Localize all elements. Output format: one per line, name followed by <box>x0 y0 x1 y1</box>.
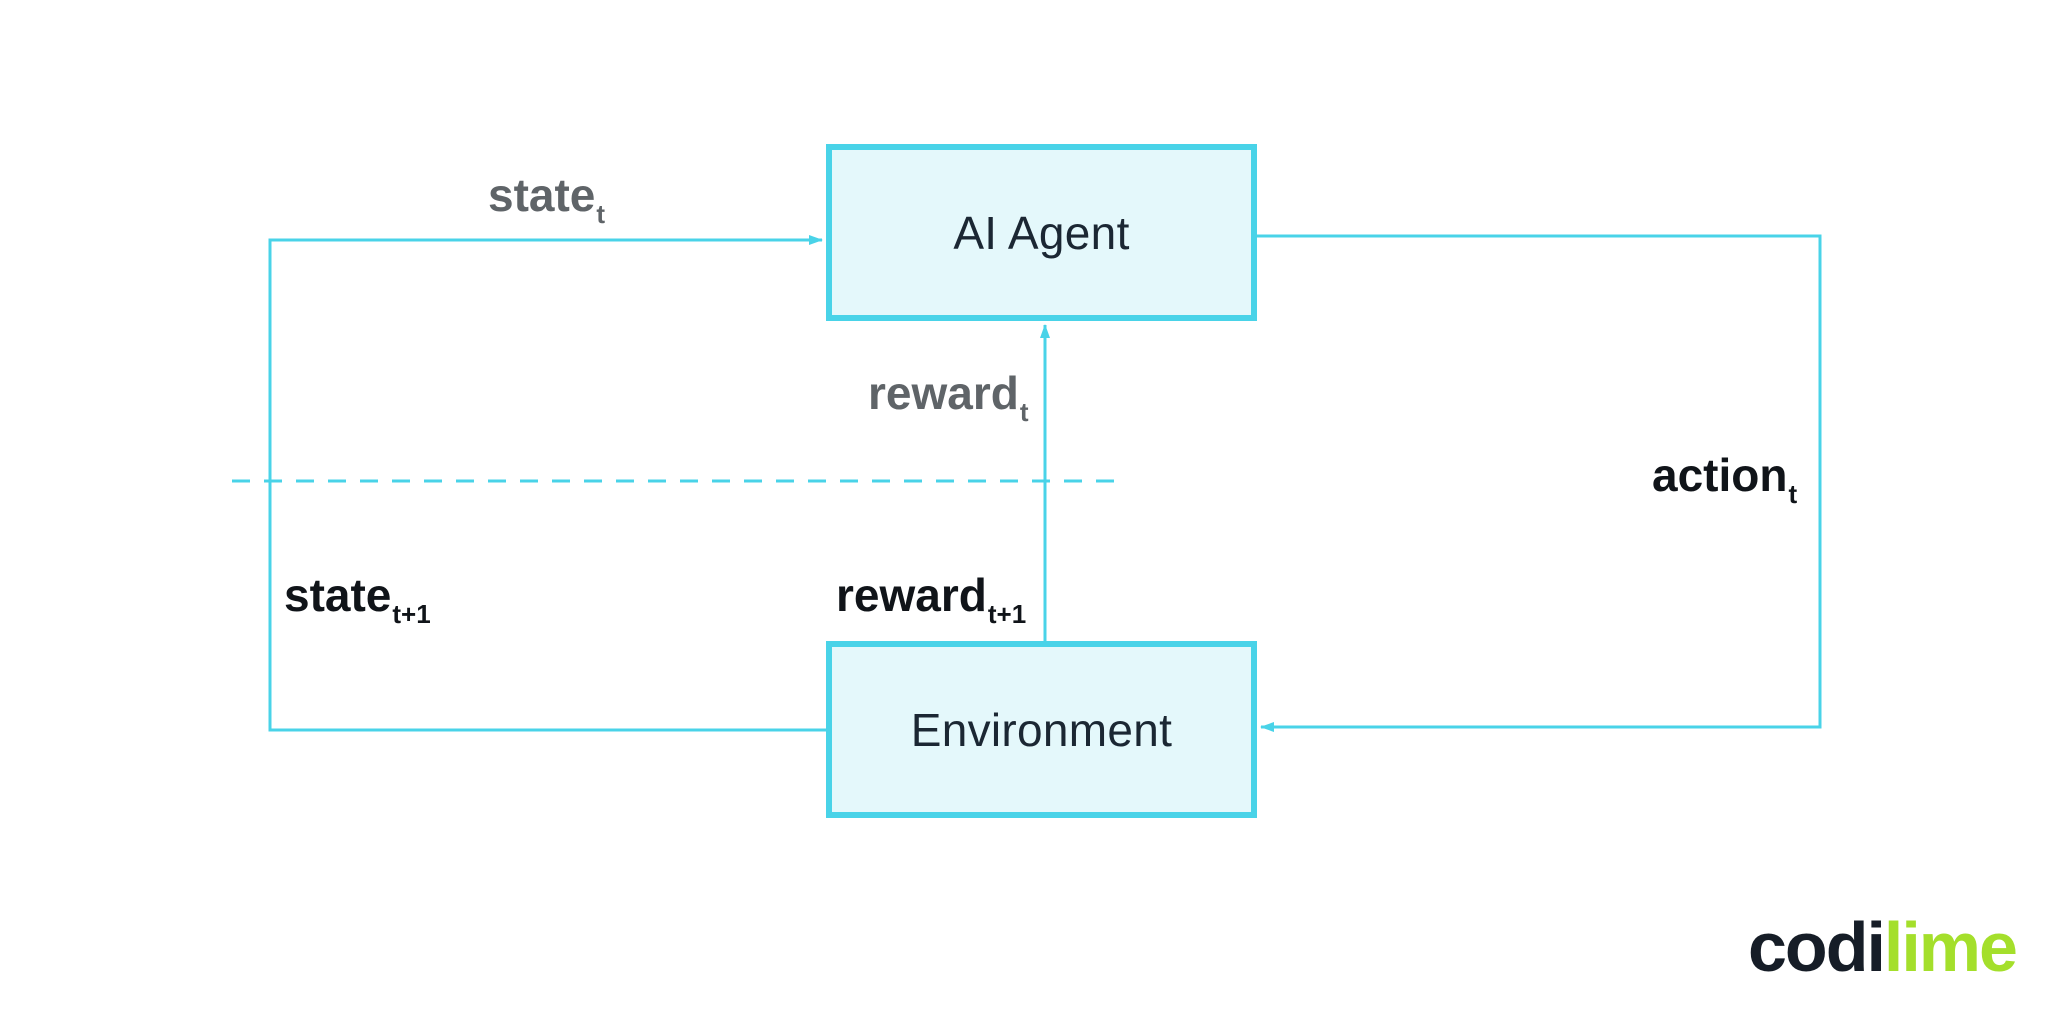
action-t-label: actiont <box>1652 449 1798 509</box>
reward-t1-label: rewardt+1 <box>836 569 1027 629</box>
environment-label: Environment <box>910 703 1173 756</box>
environment-node: Environment <box>826 641 1257 818</box>
state-t1-label: statet+1 <box>284 569 431 629</box>
state-loop-line <box>268 235 826 732</box>
action-loop-line <box>1257 234 1822 732</box>
codilime-logo: codilime <box>1748 908 2018 986</box>
ai-agent-label: AI Agent <box>953 206 1130 259</box>
state-t-label: statet <box>488 169 606 229</box>
ai-agent-node: AI Agent <box>826 144 1257 321</box>
reward-t-label: rewardt <box>868 367 1029 427</box>
